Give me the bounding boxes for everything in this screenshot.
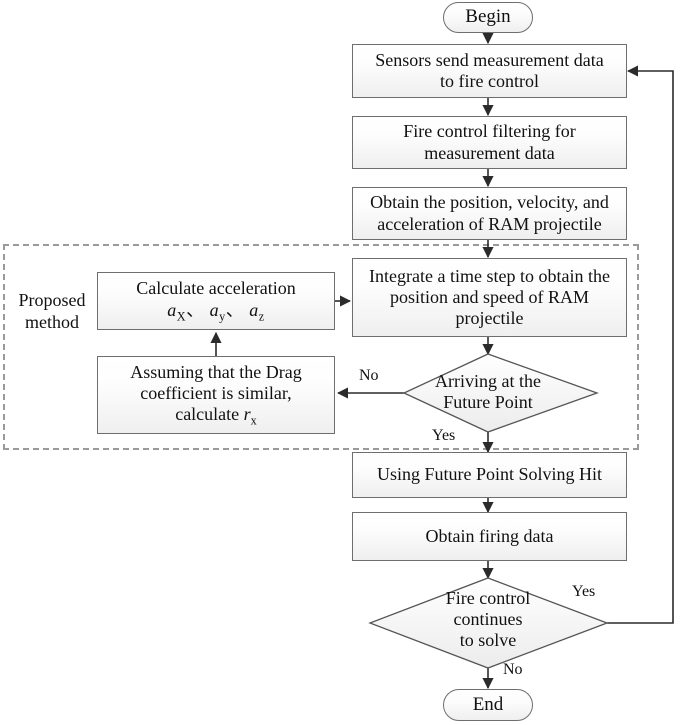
proposed-method-label: Proposed method <box>18 290 86 332</box>
node-end[interactable]: End <box>443 689 533 721</box>
node-obtain-state[interactable]: Obtain the position, velocity, and accel… <box>352 187 627 240</box>
node-drag-assumption[interactable]: Assuming that the Drag coefficient is si… <box>97 356 335 434</box>
node-begin-label: Begin <box>465 6 511 28</box>
edge-label-continues-no: No <box>503 661 523 678</box>
decision-arriving-shape[interactable] <box>402 353 599 433</box>
node-begin[interactable]: Begin <box>443 2 533 33</box>
node-integrate-time-step[interactable]: Integrate a time step to obtain the posi… <box>352 258 627 337</box>
node-calculate-acceleration[interactable]: Calculate acceleration aX、 ay、 az <box>97 272 335 330</box>
node-using-future-point[interactable]: Using Future Point Solving Hit <box>352 452 627 498</box>
node-obtain-state-label: Obtain the position, velocity, and accel… <box>370 192 609 234</box>
node-fire-control-filtering[interactable]: Fire control filtering for measurement d… <box>352 116 627 169</box>
decision-continues-shape[interactable] <box>368 577 609 669</box>
node-obtain-firing-data[interactable]: Obtain firing data <box>352 512 627 561</box>
node-calc-accel-label: Calculate acceleration <box>136 278 296 299</box>
node-drag-label: Assuming that the Drag coefficient is si… <box>130 361 302 403</box>
node-using-future-point-label: Using Future Point Solving Hit <box>376 464 603 485</box>
node-sensors-label: Sensors send measurement data to fire co… <box>375 49 604 91</box>
edge-label-arriving-no: No <box>359 367 379 384</box>
node-filtering-label: Fire control filtering for measurement d… <box>403 121 576 163</box>
node-calc-accel-formula: aX、 ay、 az <box>167 299 265 324</box>
decision-continues-label: Fire control continues to solve <box>445 588 531 651</box>
edge-continues-yes-feedback <box>607 65 674 624</box>
node-integrate-label: Integrate a time step to obtain the posi… <box>369 265 610 329</box>
node-drag-label-tail: calculate rx <box>175 404 257 428</box>
node-end-label: End <box>472 693 504 715</box>
decision-arriving-label: Arriving at the Future Point <box>435 371 541 413</box>
node-sensors-send-measurement-data[interactable]: Sensors send measurement data to fire co… <box>352 44 627 98</box>
edge-label-arriving-yes: Yes <box>432 427 456 444</box>
edge-label-continues-yes: Yes <box>572 583 596 600</box>
proposed-method-group <box>3 244 639 450</box>
node-drag-symbol: rx <box>243 404 257 428</box>
node-obtain-firing-data-label: Obtain firing data <box>425 525 554 546</box>
